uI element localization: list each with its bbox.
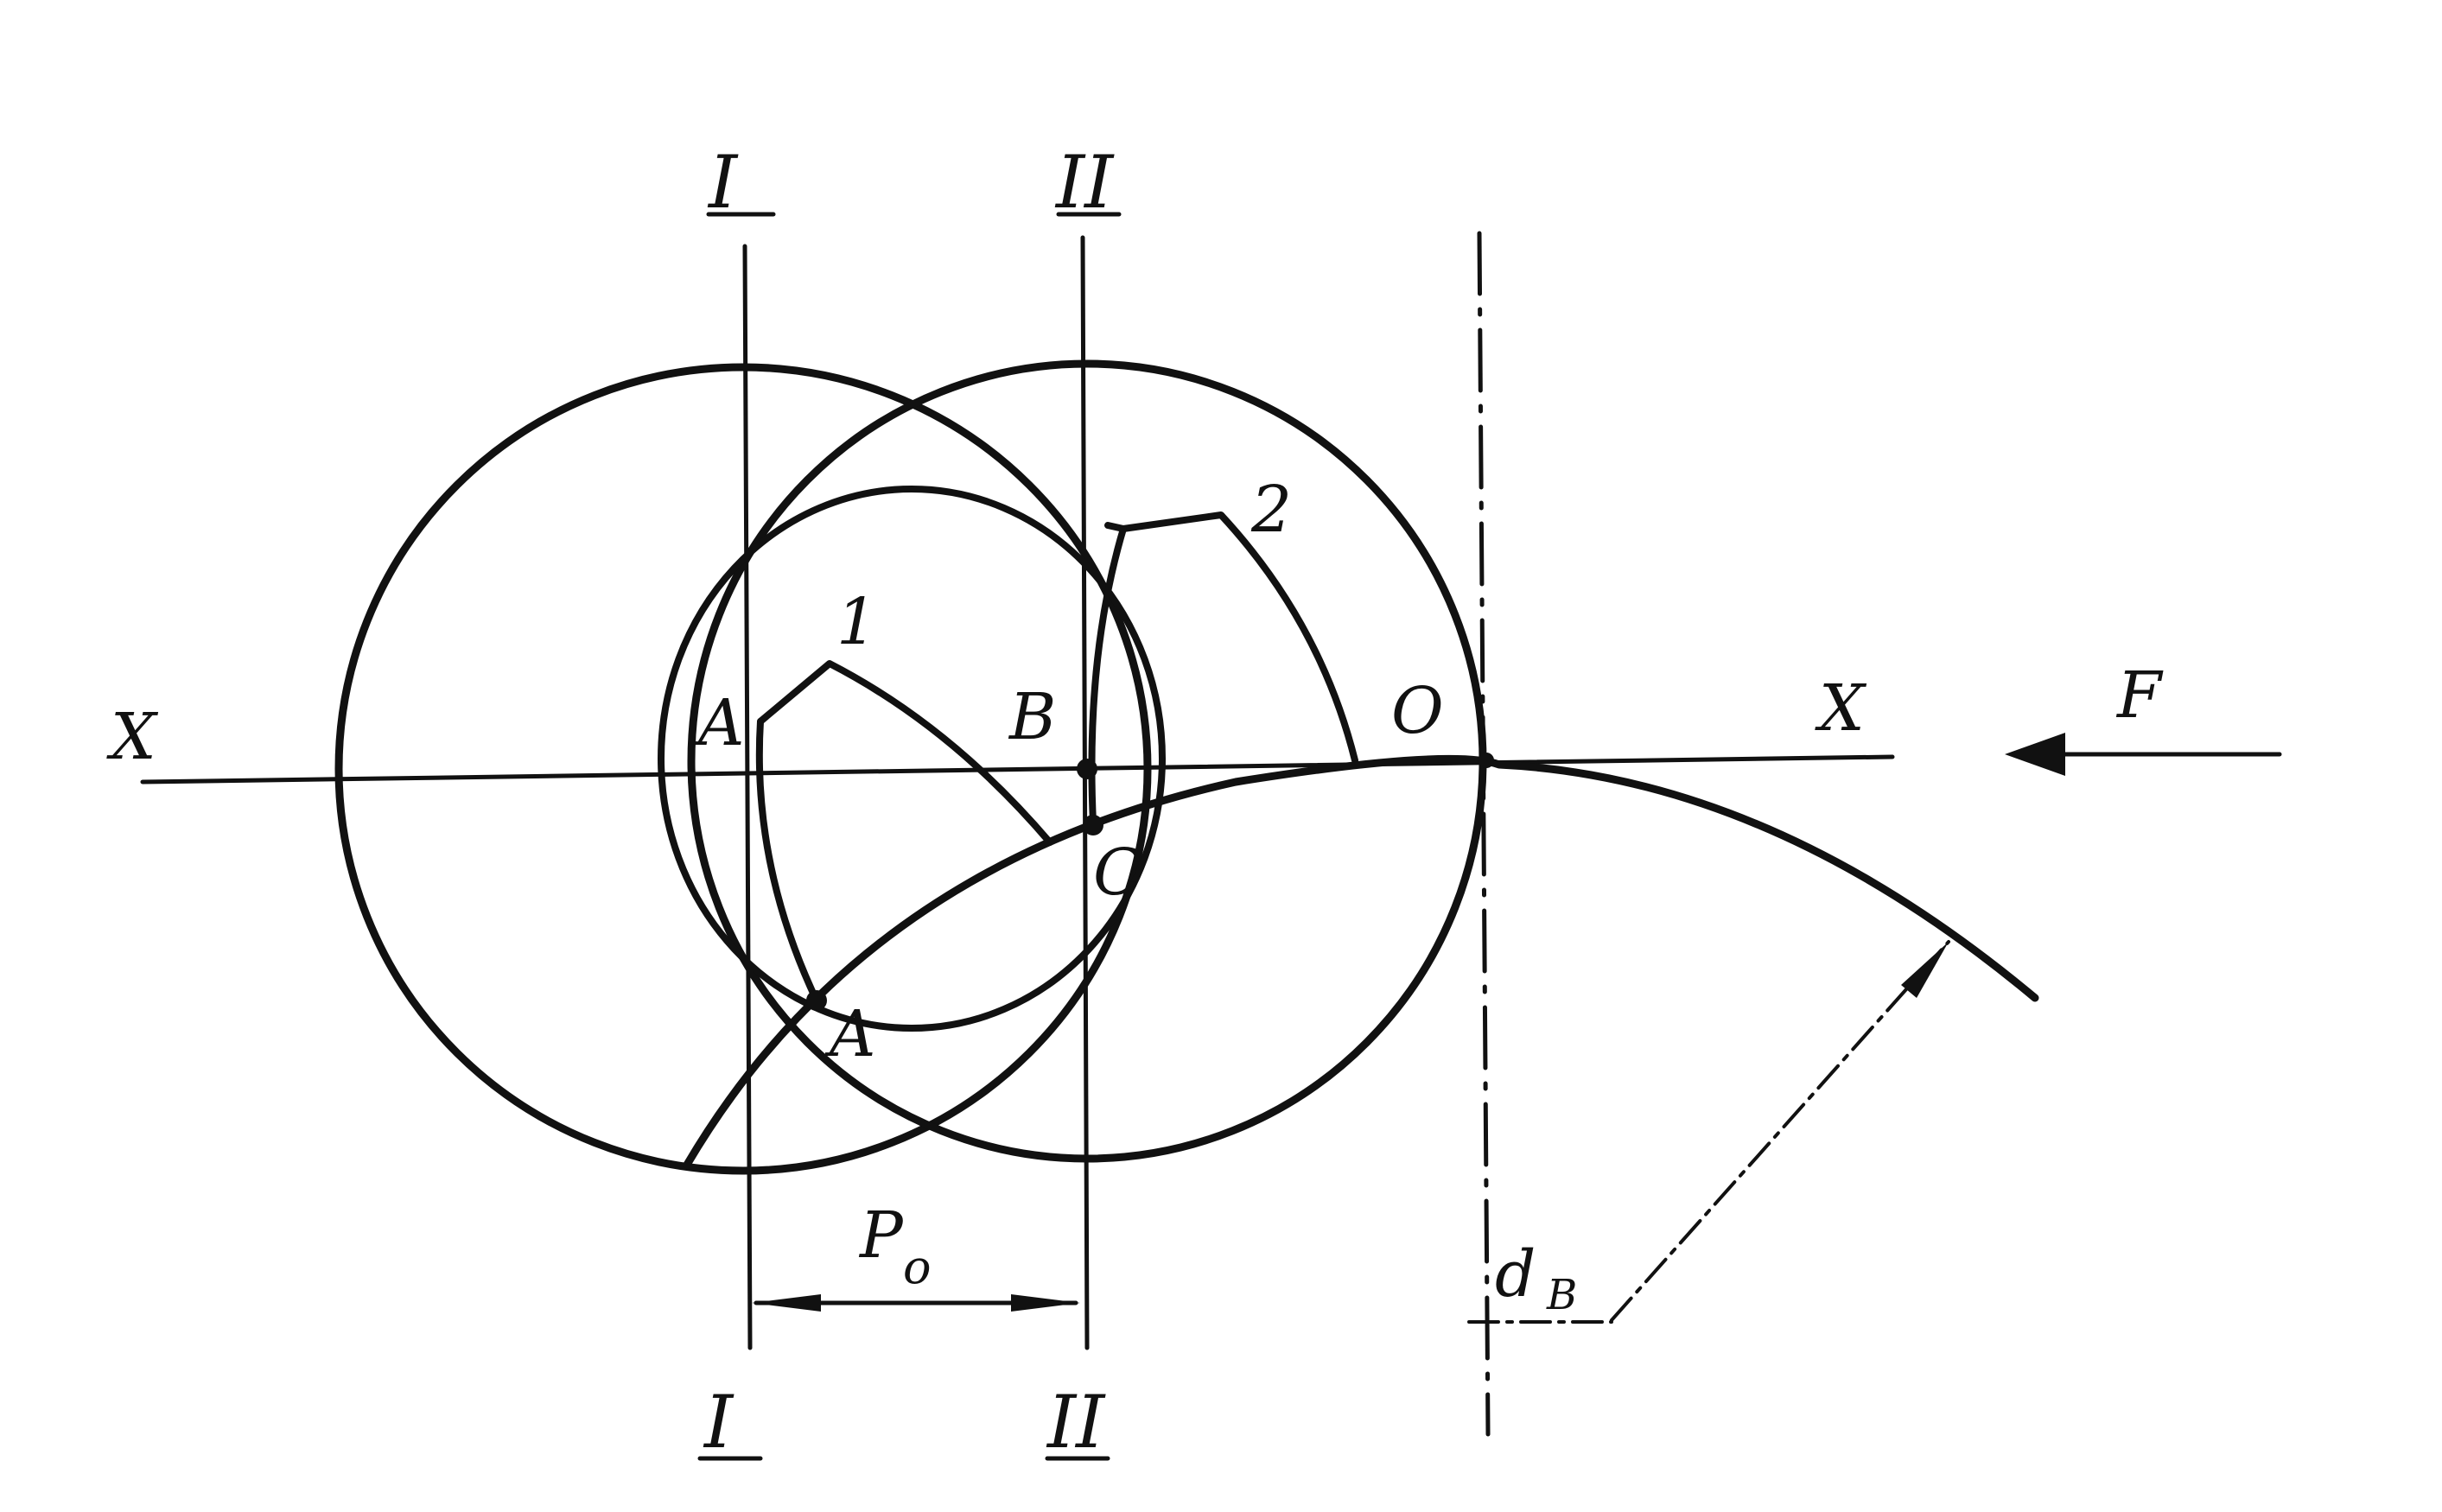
section-label-two-top: II xyxy=(1054,140,1115,225)
section-label-one-top: I xyxy=(707,140,739,225)
section-label-one-bottom: I xyxy=(703,1380,735,1464)
diameter-subscript: B xyxy=(1546,1271,1577,1319)
pitch-arrow-left xyxy=(752,1294,821,1312)
curve-one xyxy=(757,660,1053,846)
curve-two xyxy=(1104,511,1358,764)
curve-label-one: 1 xyxy=(836,585,877,659)
point-o xyxy=(1479,753,1494,768)
point-label-a-upper: A xyxy=(693,686,744,760)
vertical-centerline-o xyxy=(1477,231,1491,1437)
left-circle xyxy=(334,363,1152,1175)
diameter-leader-arrow xyxy=(1901,942,1949,998)
curve-label-two: 2 xyxy=(1250,473,1292,547)
pitch-arrow-right xyxy=(1011,1294,1080,1312)
point-label-b: B xyxy=(1008,680,1056,754)
point-a-lower xyxy=(806,990,827,1011)
inner-circle xyxy=(658,486,1166,1032)
main-arc xyxy=(683,754,2039,1169)
point-c xyxy=(1083,815,1103,835)
diameter-label: d xyxy=(1495,1237,1536,1312)
point-label-o: O xyxy=(1391,674,1444,748)
point-label-c: C xyxy=(1093,835,1142,910)
x-axis-label-right: X xyxy=(1815,671,1867,746)
point-label-a-lower: A xyxy=(824,997,875,1071)
point-b xyxy=(1077,759,1097,779)
curve-two-left-branch xyxy=(1088,525,1127,826)
pitch-subscript: o xyxy=(903,1240,932,1294)
section-label-two-bottom: II xyxy=(1046,1380,1106,1464)
curve-one-left-branch xyxy=(755,718,820,1004)
section-line-two xyxy=(1080,235,1090,1350)
section-line-one xyxy=(742,244,753,1350)
pitch-label: P xyxy=(858,1198,904,1273)
diameter-leader-diagonal xyxy=(1610,940,1950,1322)
x-axis-line xyxy=(140,754,1895,785)
force-label: F xyxy=(2115,658,2164,733)
x-axis-label-left: X xyxy=(106,700,159,774)
